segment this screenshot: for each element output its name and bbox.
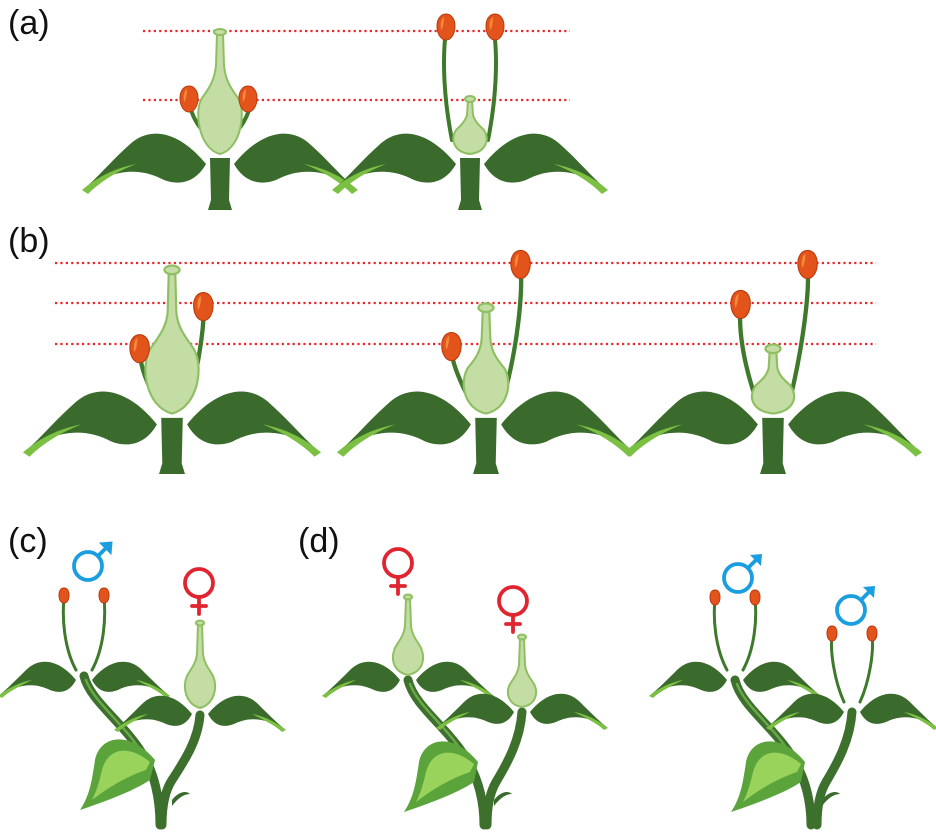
female-flower	[322, 593, 494, 698]
pistil	[197, 32, 243, 156]
male-symbol-icon	[722, 554, 762, 594]
male-symbol-icon	[835, 586, 875, 626]
female-flower	[114, 619, 286, 732]
female-pair	[322, 547, 608, 830]
panel-label-c: (c)	[8, 522, 48, 560]
male-symbol-icon	[72, 541, 113, 582]
male-pair	[649, 554, 936, 830]
mid-style-flower	[336, 249, 636, 474]
anther	[510, 249, 531, 280]
panel-label-d: (d)	[298, 522, 340, 560]
anther	[193, 292, 214, 322]
female-symbol-icon	[382, 547, 414, 596]
short-style-flower	[332, 13, 608, 210]
pistil	[750, 348, 796, 415]
anther	[485, 13, 505, 41]
anther	[797, 249, 818, 280]
female-flower	[436, 633, 608, 730]
male-flower	[0, 587, 170, 698]
pistil	[144, 269, 200, 415]
pistil	[452, 99, 488, 156]
panel-label-a: (a)	[8, 4, 50, 42]
anther	[238, 85, 258, 113]
panel-d	[322, 547, 936, 830]
pistil	[462, 307, 510, 415]
panel-label-b: (b)	[8, 222, 50, 260]
anther	[730, 289, 751, 320]
female-symbol-icon	[183, 567, 215, 616]
long-style-flower	[82, 28, 358, 210]
male-flower	[766, 625, 936, 730]
anther	[179, 85, 199, 113]
panel-a	[82, 13, 608, 210]
short-style-flower	[623, 249, 923, 474]
male-flower	[649, 589, 821, 698]
anther	[441, 331, 462, 362]
anther	[129, 334, 150, 364]
panel-c	[0, 541, 286, 830]
long-style-flower	[22, 264, 322, 474]
female-symbol-icon	[497, 585, 529, 634]
anther	[436, 13, 456, 41]
panel-b	[22, 249, 923, 474]
